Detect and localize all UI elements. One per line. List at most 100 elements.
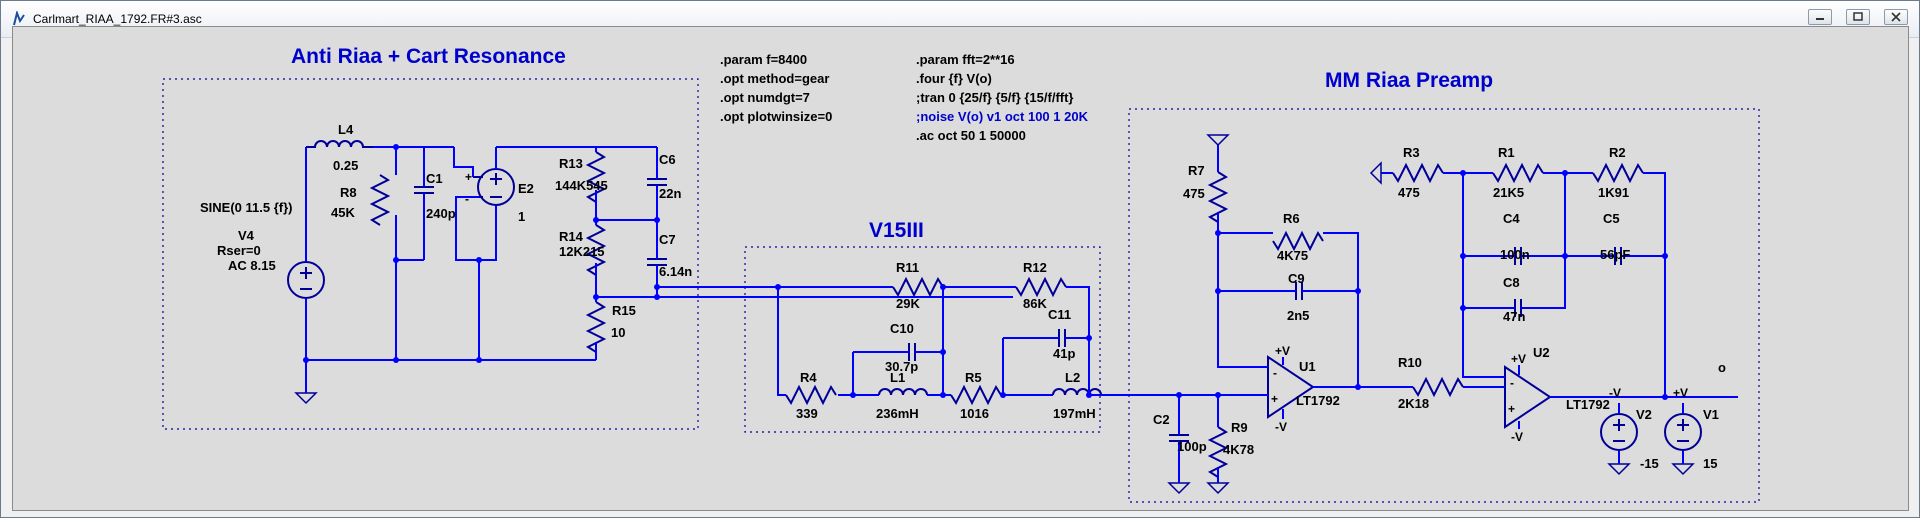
junction-dot [1662,394,1668,400]
r10-value: 2K18 [1398,396,1429,411]
c6-capacitor[interactable] [647,178,667,186]
c9-name: C9 [1288,271,1305,286]
r7-resistor[interactable] [1207,171,1229,223]
junction-dot [393,357,399,363]
junction-dot [1562,170,1568,176]
c5-value: 56pF [1600,247,1630,262]
v2-supply-label: -V [1609,386,1621,400]
junction-dot [940,349,946,355]
r4-name: R4 [800,370,817,385]
junction-dot [1460,170,1466,176]
close-icon [1891,12,1901,22]
r5-value: 1016 [960,406,989,421]
r8-value: 45K [331,205,355,220]
r3-resistor[interactable] [1392,162,1444,184]
ground-arrow-r3 [1369,161,1382,185]
junction-dot [476,257,482,263]
c1-capacitor[interactable] [414,186,434,194]
directive-param-f[interactable]: .param f=8400 [720,52,807,67]
c4-name: C4 [1503,211,1520,226]
r12-resistor[interactable] [1015,276,1067,298]
r10-resistor[interactable] [1412,376,1464,398]
r4-resistor[interactable] [785,384,837,406]
directive-opt-numdgt[interactable]: .opt numdgt=7 [720,90,810,105]
junction-dot [476,357,482,363]
directive-ac[interactable]: .ac oct 50 1 50000 [916,128,1026,143]
e2-minus-pin: - [465,192,469,206]
junction-dot [940,284,946,290]
r6-resistor[interactable] [1272,230,1324,252]
r2-resistor[interactable] [1592,162,1644,184]
r9-resistor[interactable] [1207,426,1229,478]
junction-dot [1086,392,1092,398]
minimize-button[interactable] [1808,9,1832,25]
directive-param-fft[interactable]: .param fft=2**16 [916,52,1015,67]
r11-resistor[interactable] [892,276,944,298]
r13-name: R13 [559,156,583,171]
restore-button[interactable] [1846,9,1870,25]
r4-value: 339 [796,406,818,421]
junction-dot [1215,288,1221,294]
v4-polarity [300,267,312,290]
l2-value: 197mH [1053,406,1096,421]
c10-name: C10 [890,321,914,336]
u1-opamp[interactable] [1267,355,1315,419]
v4-sine: SINE(0 11.5 {f}) [200,200,293,215]
r1-value: 21K5 [1493,185,1524,200]
l2-inductor[interactable] [1052,388,1102,396]
schematic-canvas[interactable]: Anti Riaa + Cart Resonance V15III MM Ria… [12,26,1909,511]
u2-minus-supply: -V [1511,430,1523,444]
directive-opt-method[interactable]: .opt method=gear [720,71,829,86]
v1-name: V1 [1703,407,1719,422]
c1-name: C1 [426,171,443,186]
r15-name: R15 [612,303,636,318]
v4-rser: Rser=0 [217,243,261,258]
junction-dot [654,217,660,223]
l4-inductor[interactable] [306,140,373,148]
c11-capacitor[interactable] [1058,329,1066,347]
r10-name: R10 [1398,355,1422,370]
c7-value: 6.14n [659,264,692,279]
r11-name: R11 [896,260,919,275]
r5-resistor[interactable] [950,384,1002,406]
u2-opamp[interactable] [1504,365,1552,429]
c6-name: C6 [659,152,676,167]
c11-name: C11 [1048,307,1071,322]
v1-supply-label: +V [1673,386,1688,400]
junction-dot [593,294,599,300]
directive-tran-comment[interactable]: ;tran 0 {25/f} {5/f} {15/f/fft} [916,90,1074,105]
ground-v2 [1607,463,1631,476]
c1-value: 240p [426,206,456,221]
e2-plus-pin: + [465,170,472,184]
l1-value: 236mH [876,406,919,421]
schematic[interactable]: Anti Riaa + Cart Resonance V15III MM Ria… [13,27,1908,510]
u1-value: LT1792 [1296,393,1340,408]
directive-noise-comment[interactable]: ;noise V(o) v1 oct 100 1 20K [916,109,1089,124]
e2-name: E2 [518,181,534,196]
u1-plus-supply: +V [1275,344,1290,358]
r1-resistor[interactable] [1492,162,1544,184]
r15-resistor[interactable] [585,301,607,353]
u2-name: U2 [1533,345,1550,360]
r2-name: R2 [1609,145,1626,160]
r13-resistor[interactable] [585,151,607,203]
v2-polarity [1613,419,1625,442]
u1-name: U1 [1299,359,1316,374]
junction-dot [1662,253,1668,259]
v2-name: V2 [1636,407,1652,422]
directive-opt-plotwinsize[interactable]: .opt plotwinsize=0 [720,109,832,124]
junction-dot [1460,253,1466,259]
junction-dot [1460,305,1466,311]
v4-ac: AC 8.15 [228,258,276,273]
title-mm-preamp: MM Riaa Preamp [1325,69,1493,92]
close-button[interactable] [1884,9,1908,25]
anti-riaa-box [162,78,699,430]
u1-minus-supply: -V [1275,420,1287,434]
directive-four[interactable]: .four {f} V(o) [916,71,992,86]
restore-icon [1853,12,1863,21]
r14-resistor[interactable] [585,224,607,276]
r8-resistor[interactable] [369,174,391,226]
l1-inductor[interactable] [878,388,928,396]
junction-dot [1562,253,1568,259]
window-title: Carlmart_RIAA_1792.FR#3.asc [33,12,202,26]
